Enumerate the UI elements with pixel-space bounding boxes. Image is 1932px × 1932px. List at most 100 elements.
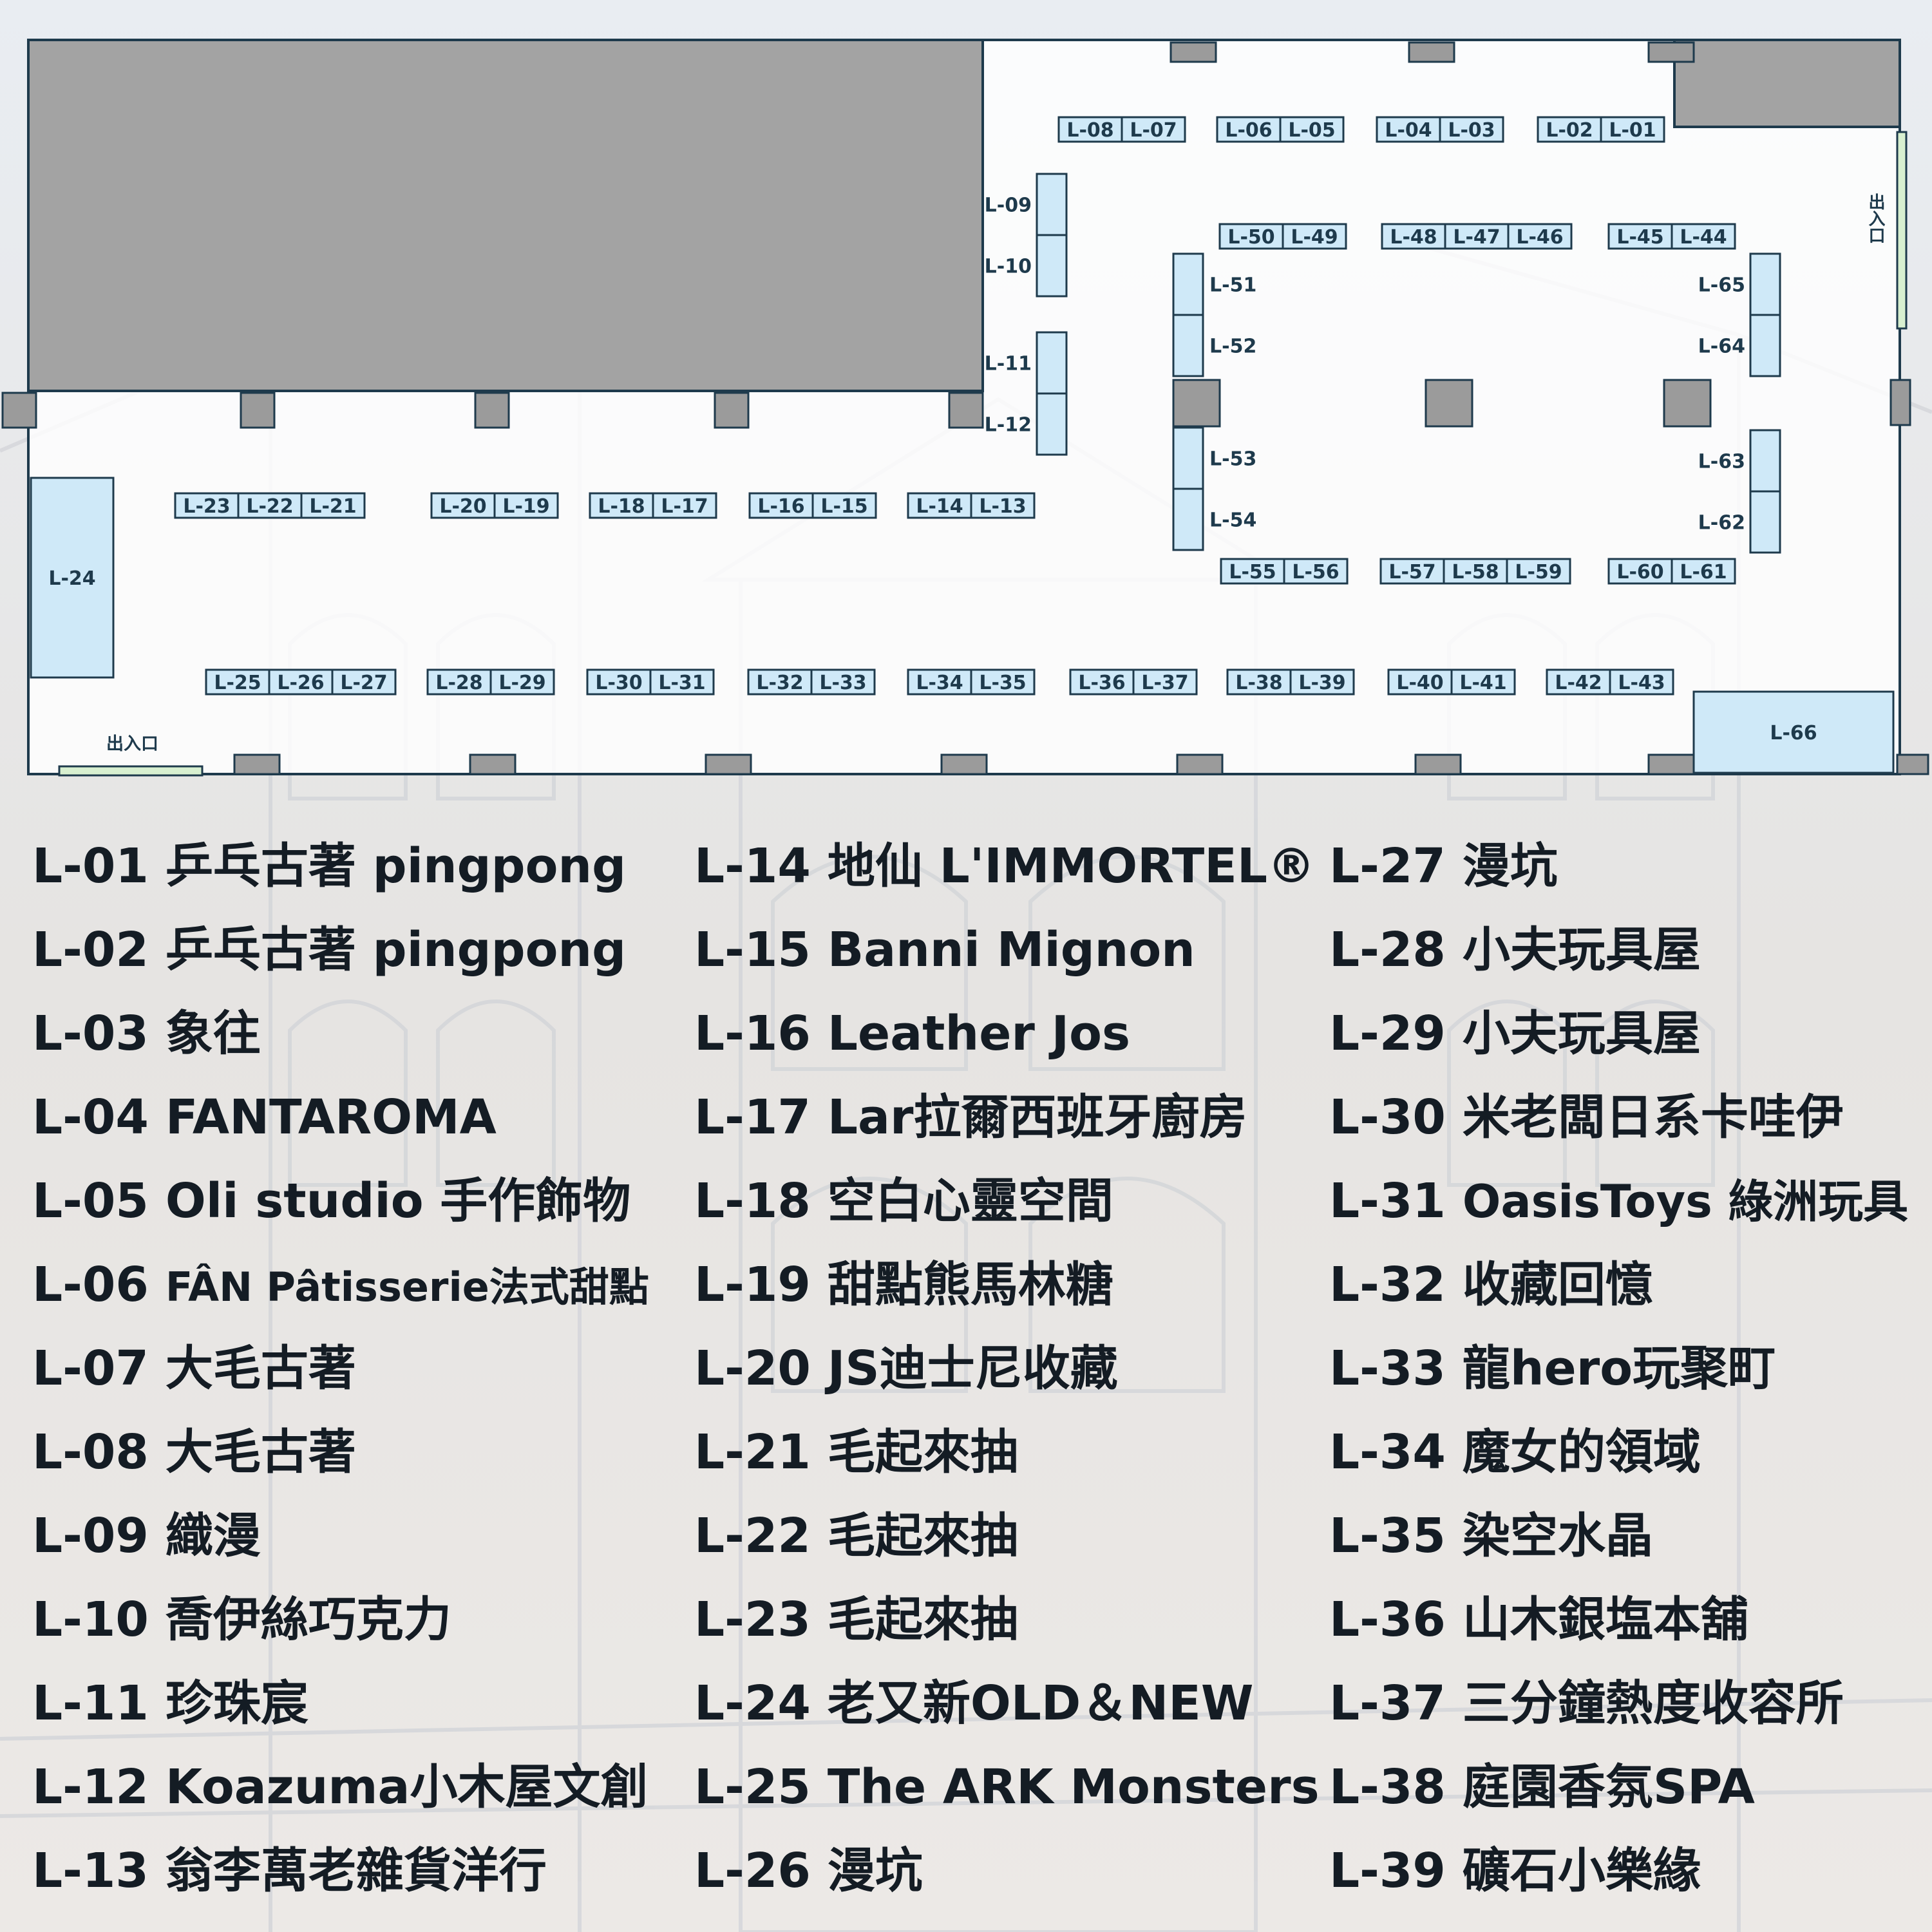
booth-code: L-34: [1329, 1425, 1446, 1480]
booth-l-33[interactable]: [810, 668, 876, 696]
booth-l-15[interactable]: [811, 492, 877, 519]
booth-label: L-52: [1209, 336, 1256, 358]
booth-l-51[interactable]: [1172, 252, 1204, 316]
booth-l-19[interactable]: [493, 492, 559, 519]
exhibitor-name: Banni Mignon: [827, 922, 1195, 978]
booth-l-29[interactable]: [489, 668, 555, 696]
exhibitor-name: 喬伊絲巧克力: [165, 1592, 451, 1647]
booth-l-45[interactable]: [1607, 223, 1673, 250]
booth-label: L-22: [246, 495, 293, 518]
booth-l-10[interactable]: [1036, 234, 1068, 298]
booth-code: L-37: [1329, 1676, 1446, 1731]
booth-label: L-40: [1396, 672, 1443, 694]
exhibitor-name: 甜點熊馬林糖: [827, 1257, 1113, 1312]
booth-label: L-48: [1390, 226, 1437, 249]
booth-l-46[interactable]: [1507, 223, 1573, 250]
booth-l-13[interactable]: [970, 492, 1036, 519]
booth-l-40[interactable]: [1387, 668, 1453, 696]
booth-l-20[interactable]: [430, 492, 496, 519]
exhibitor-name: FANTAROMA: [165, 1090, 497, 1145]
booth-l-43[interactable]: [1609, 668, 1674, 696]
booth-l-52[interactable]: [1172, 314, 1204, 377]
booth-l-17[interactable]: [652, 492, 717, 519]
exhibitor-name: 乒乓古著 pingpong: [165, 838, 627, 894]
booth-label: L-62: [1698, 512, 1745, 535]
booth-l-64[interactable]: [1749, 314, 1781, 377]
booth-l-14[interactable]: [907, 492, 972, 519]
booth-l-57[interactable]: [1379, 558, 1445, 585]
booth-l-59[interactable]: [1506, 558, 1571, 585]
exhibitor-name: 小夫玩具屋: [1462, 1006, 1701, 1061]
booth-l-05[interactable]: [1279, 116, 1345, 143]
booth-l-47[interactable]: [1444, 223, 1510, 250]
booth-code: L-39: [1329, 1843, 1446, 1899]
booth-l-63[interactable]: [1749, 429, 1781, 493]
booth-l-61[interactable]: [1671, 558, 1736, 585]
booth-label: L-15: [820, 495, 867, 518]
booth-l-27[interactable]: [331, 668, 397, 696]
booth-l-66[interactable]: [1692, 690, 1895, 774]
booth-label: L-49: [1291, 226, 1338, 249]
booth-l-65[interactable]: [1749, 252, 1781, 316]
booth-l-08[interactable]: [1057, 116, 1123, 143]
booth-l-41[interactable]: [1450, 668, 1516, 696]
booth-l-35[interactable]: [970, 668, 1036, 696]
booth-l-55[interactable]: [1220, 558, 1285, 585]
pillar: [1889, 379, 1911, 426]
booth-label: L-54: [1209, 509, 1256, 532]
booth-l-16[interactable]: [748, 492, 814, 519]
booth-code: L-28: [1329, 922, 1446, 978]
booth-l-04[interactable]: [1376, 116, 1441, 143]
booth-l-39[interactable]: [1289, 668, 1355, 696]
booth-l-42[interactable]: [1546, 668, 1611, 696]
booth-l-21[interactable]: [300, 492, 366, 519]
booth-l-02[interactable]: [1537, 116, 1602, 143]
booth-label: L-39: [1298, 672, 1345, 694]
booth-l-31[interactable]: [649, 668, 715, 696]
booth-code: L-02: [32, 922, 149, 978]
booth-code: L-35: [1329, 1508, 1446, 1564]
booth-label: L-06: [1225, 119, 1272, 142]
booth-l-12[interactable]: [1036, 392, 1068, 456]
booth-l-18[interactable]: [589, 492, 654, 519]
booth-l-50[interactable]: [1218, 223, 1284, 250]
booth-l-23[interactable]: [174, 492, 240, 519]
booth-l-11[interactable]: [1036, 331, 1068, 395]
booth-l-48[interactable]: [1381, 223, 1446, 250]
booth-label: L-37: [1141, 672, 1188, 694]
booth-l-56[interactable]: [1283, 558, 1349, 585]
booth-l-53[interactable]: [1172, 426, 1204, 490]
pillar: [705, 753, 752, 775]
booth-l-49[interactable]: [1282, 223, 1347, 250]
booth-l-28[interactable]: [426, 668, 492, 696]
pillar: [1425, 379, 1473, 428]
booth-l-06[interactable]: [1216, 116, 1282, 143]
pillar: [469, 753, 516, 775]
exhibitor-name: 三分鐘熱度收容所: [1462, 1676, 1844, 1731]
booth-l-37[interactable]: [1132, 668, 1198, 696]
booth-label: L-64: [1698, 336, 1745, 358]
booth-l-58[interactable]: [1443, 558, 1508, 585]
booth-l-24[interactable]: [30, 477, 115, 679]
exhibitor-name: 毛起來抽: [827, 1425, 1018, 1480]
booth-code: L-30: [1329, 1090, 1446, 1145]
booth-l-60[interactable]: [1607, 558, 1673, 585]
booth-l-09[interactable]: [1036, 173, 1068, 236]
pillar: [1663, 379, 1712, 428]
booth-l-62[interactable]: [1749, 490, 1781, 554]
booth-l-26[interactable]: [268, 668, 334, 696]
booth-l-25[interactable]: [205, 668, 270, 696]
booth-l-54[interactable]: [1172, 488, 1204, 551]
booth-label: L-61: [1680, 561, 1727, 583]
booth-label: L-63: [1698, 451, 1745, 473]
